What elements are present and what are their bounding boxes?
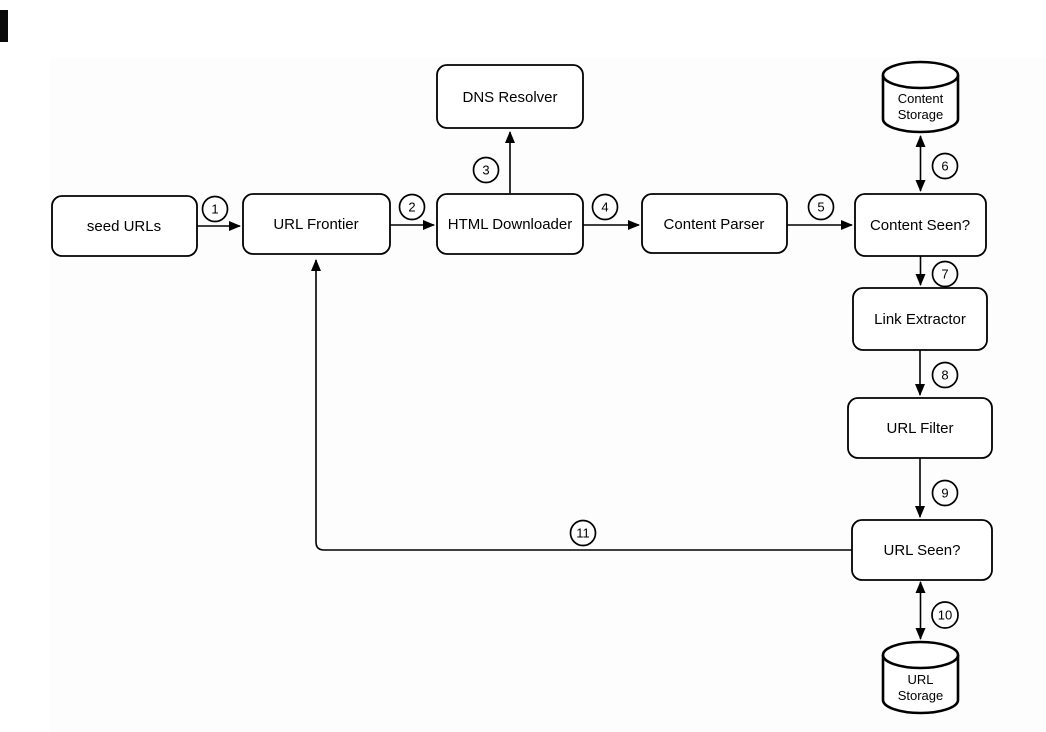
content-seen-label: Content Seen? [870,217,970,234]
step-badge-4: 4 [591,193,619,221]
step-circle-5 [807,193,835,221]
step-badge-7: 7 [931,260,959,288]
node-html-downloader: HTML Downloader [436,193,584,255]
step-circle-6 [931,152,959,180]
step-circle-3 [472,156,500,184]
step-badge-10: 10 [931,601,959,629]
content-storage-label-line2: Storage [898,107,944,122]
step-badge-8: 8 [931,361,959,389]
step-circle-2 [398,193,426,221]
step-number-1: 1 [211,202,218,217]
dns-resolver-box [436,64,584,129]
step-number-5: 5 [817,200,824,215]
step-number-10: 10 [938,608,952,623]
url-filter-label: URL Filter [887,420,954,437]
node-url-frontier: URL Frontier [242,193,391,255]
step-number-7: 7 [941,267,948,282]
step-circle-1 [201,195,229,223]
step-circle-8 [931,361,959,389]
step-badge-6: 6 [931,152,959,180]
url-frontier-box [242,193,391,255]
link-extractor-box [852,287,988,351]
url-storage-label-line2: Storage [898,688,944,703]
seed-urls-label: seed URLs [87,218,161,235]
step-badge-5: 5 [807,193,835,221]
step-badges: 1 2 3 4 5 6 7 8 [201,152,959,629]
canvas-tint [50,57,1046,732]
content-parser-label: Content Parser [664,216,765,233]
step-badge-11: 11 [569,519,597,547]
content-seen-box [854,193,987,257]
edges [197,131,926,640]
content-storage-label-line1: Content [898,91,944,106]
html-downloader-box [436,193,584,255]
step-number-11: 11 [576,526,590,541]
step-badge-3: 3 [472,156,500,184]
node-dns-resolver: DNS Resolver [436,64,584,129]
step-number-4: 4 [601,200,608,215]
step-circle-9 [931,479,959,507]
link-extractor-label: Link Extractor [874,311,966,328]
step-badge-2: 2 [398,193,426,221]
url-filter-box [847,397,993,459]
node-url-storage: URL Storage [881,640,960,715]
node-url-filter: URL Filter [847,397,993,459]
url-seen-label: URL Seen? [884,542,961,559]
node-content-storage: Content Storage [881,60,960,134]
content-storage-cylinder-body [881,75,960,134]
step-badge-9: 9 [931,479,959,507]
edge-11-url-seen-to-url-frontier [311,259,852,551]
url-frontier-label: URL Frontier [273,216,358,233]
url-storage-cylinder-top [881,640,960,670]
node-url-seen: URL Seen? [851,519,993,581]
step-number-6: 6 [941,159,948,174]
step-number-9: 9 [941,486,948,501]
step-badge-1: 1 [201,195,229,223]
content-parser-box [641,193,788,254]
step-circle-7 [931,260,959,288]
screen-edge-artifact [0,10,8,42]
node-seed-urls: seed URLs [51,195,198,257]
content-storage-cylinder-top [881,60,960,90]
url-storage-label-line1: URL [907,672,933,687]
seed-urls-box [51,195,198,257]
step-circle-10 [931,601,959,629]
step-number-8: 8 [941,368,948,383]
node-link-extractor: Link Extractor [852,287,988,351]
node-content-seen: Content Seen? [854,193,987,257]
dns-resolver-label: DNS Resolver [462,89,557,106]
node-content-parser: Content Parser [641,193,788,254]
step-circle-11 [569,519,597,547]
url-seen-box [851,519,993,581]
step-number-3: 3 [482,163,489,178]
url-storage-cylinder-body [881,655,960,715]
step-circle-4 [591,193,619,221]
html-downloader-label: HTML Downloader [448,216,573,233]
step-number-2: 2 [408,200,415,215]
